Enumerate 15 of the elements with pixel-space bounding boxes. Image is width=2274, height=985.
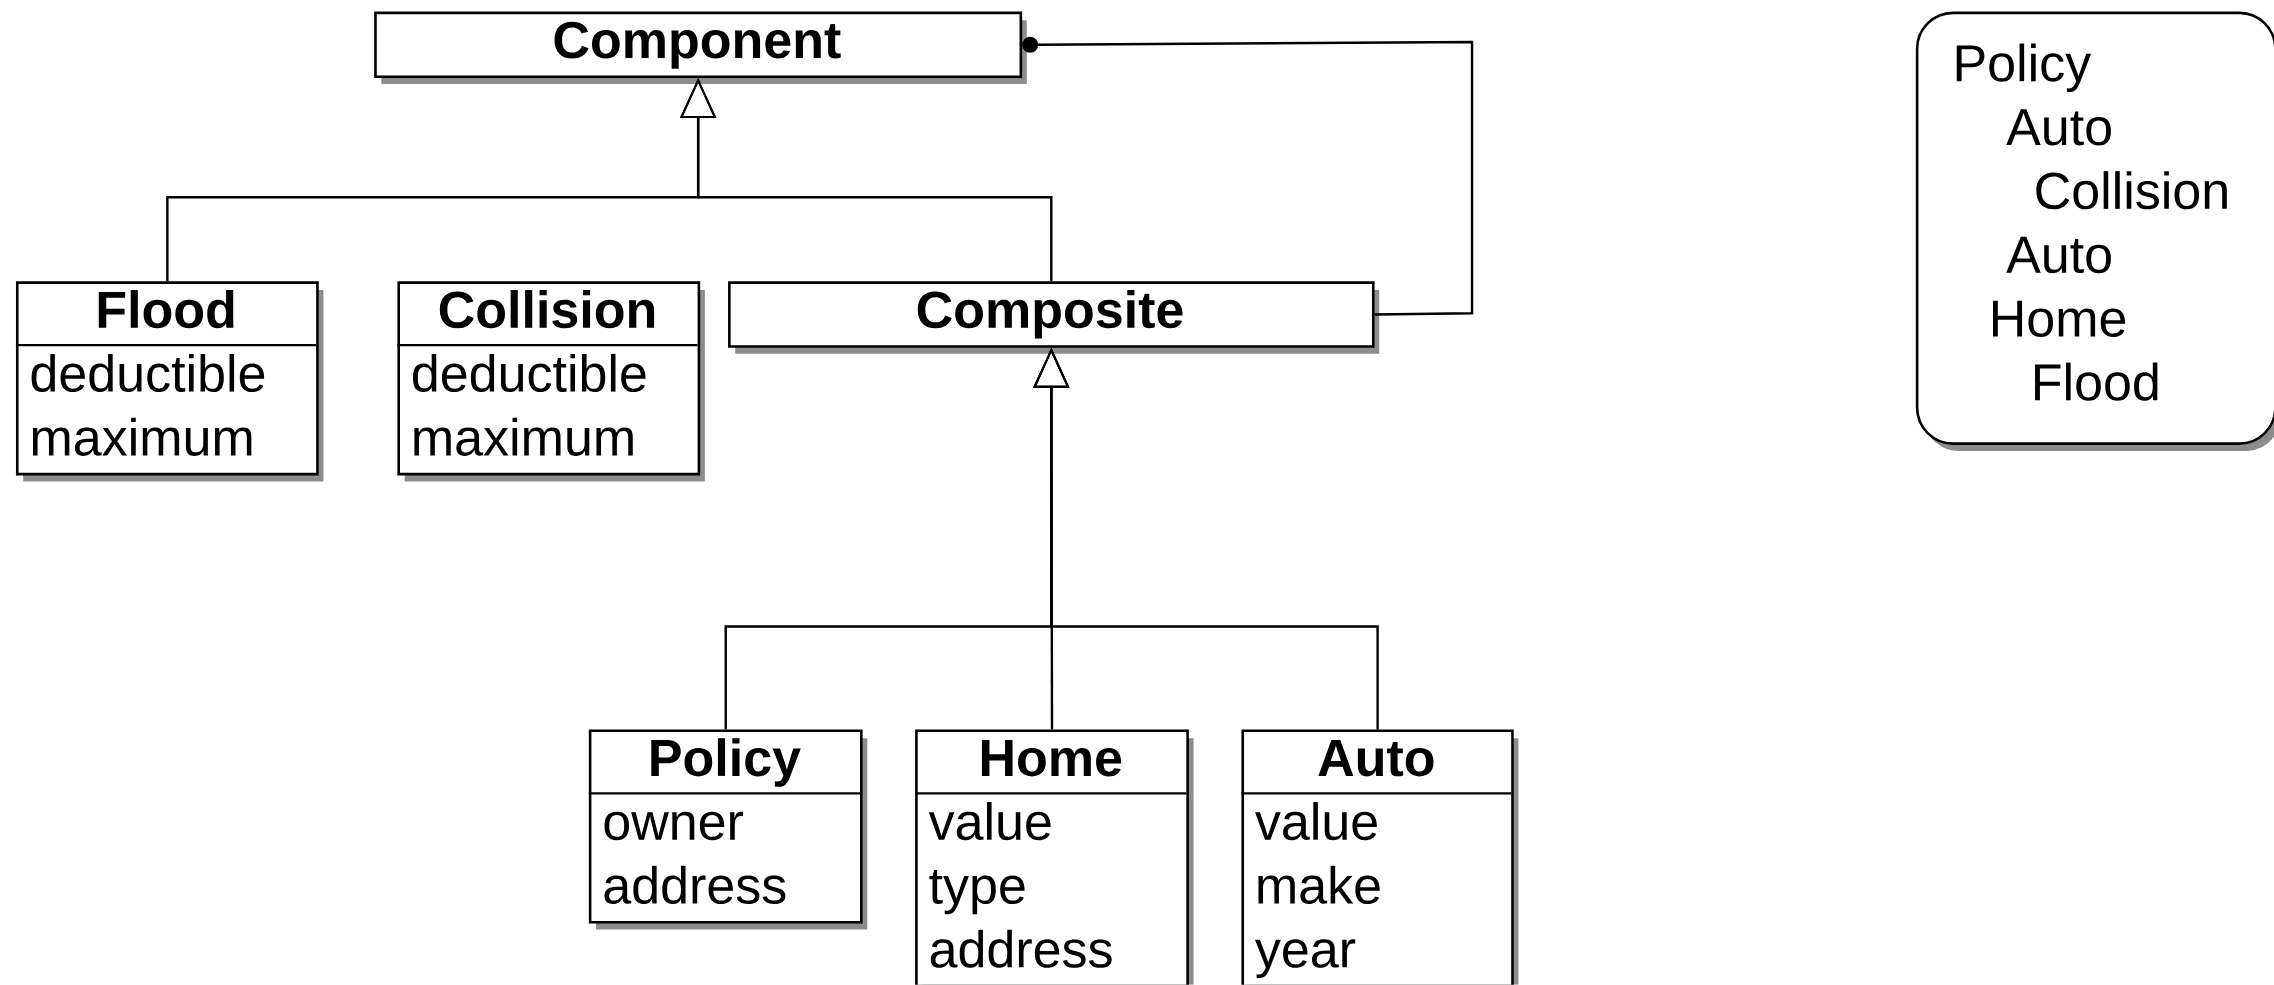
- class-box: Policy owner address: [588, 729, 868, 930]
- tree-item: Flood: [2035, 362, 2158, 401]
- class-box: Auto value make year: [1241, 729, 1519, 985]
- class-box: Component: [374, 11, 1027, 85]
- tree-item: Auto: [2006, 109, 2111, 146]
- class-box: Flood deductible maximum: [15, 281, 324, 482]
- class-box: Home value type address: [915, 729, 1194, 985]
- class-box: Composite: [728, 281, 1380, 354]
- tree-box: [1915, 11, 2274, 452]
- tree-item: Policy: [1956, 43, 2092, 93]
- class-box: Collision deductible maximum: [397, 281, 705, 482]
- tree-item: Collision: [2036, 171, 2227, 210]
- tree-item: Auto: [2006, 237, 2111, 274]
- connector: [1022, 36, 1474, 316]
- tree-item: Home: [1993, 300, 2126, 338]
